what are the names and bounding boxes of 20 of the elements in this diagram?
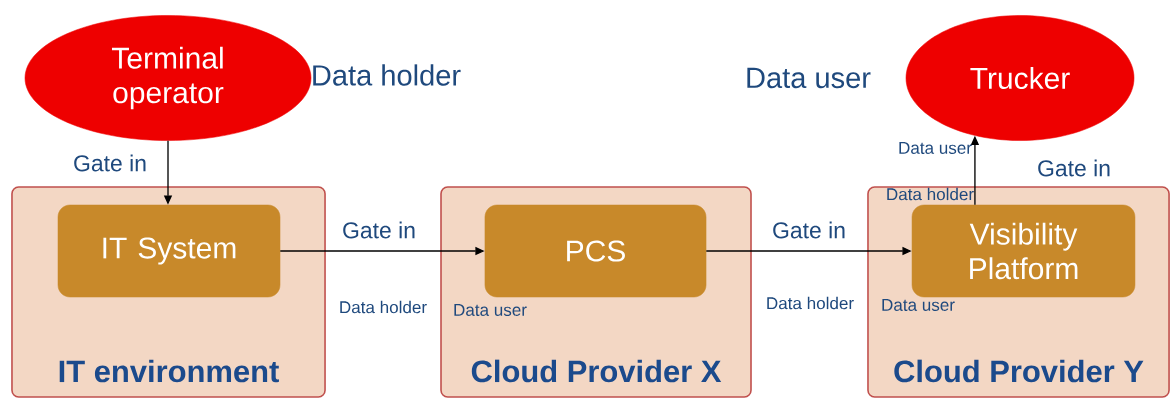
role-label: Data holder [313, 64, 461, 86]
role-label: Data user [747, 67, 871, 89]
system-box: Visibility Platform [911, 204, 1136, 298]
port-label: Data holder [340, 300, 427, 314]
system-box: IT System [57, 204, 281, 298]
system-box: PCS [484, 204, 707, 298]
ellipse-node: Trucker [905, 15, 1135, 141]
container-heading: Cloud Provider X [471, 359, 722, 383]
port-label: Data user [882, 299, 955, 311]
port-label: Data user [454, 304, 527, 316]
edge-label: Gate in [74, 154, 146, 172]
port-label: Data holder [767, 296, 854, 310]
edge-label: Gate in [343, 221, 415, 239]
port-label: Data holder [887, 187, 974, 201]
port-label: Data user [899, 142, 972, 154]
container-heading: IT environment [59, 359, 279, 383]
edge-label: Gate in [773, 221, 845, 239]
ellipse-node: Terminal operator [24, 15, 312, 141]
container-heading: Cloud Provider Y [894, 359, 1144, 383]
edge-label: Gate in [1038, 159, 1110, 177]
